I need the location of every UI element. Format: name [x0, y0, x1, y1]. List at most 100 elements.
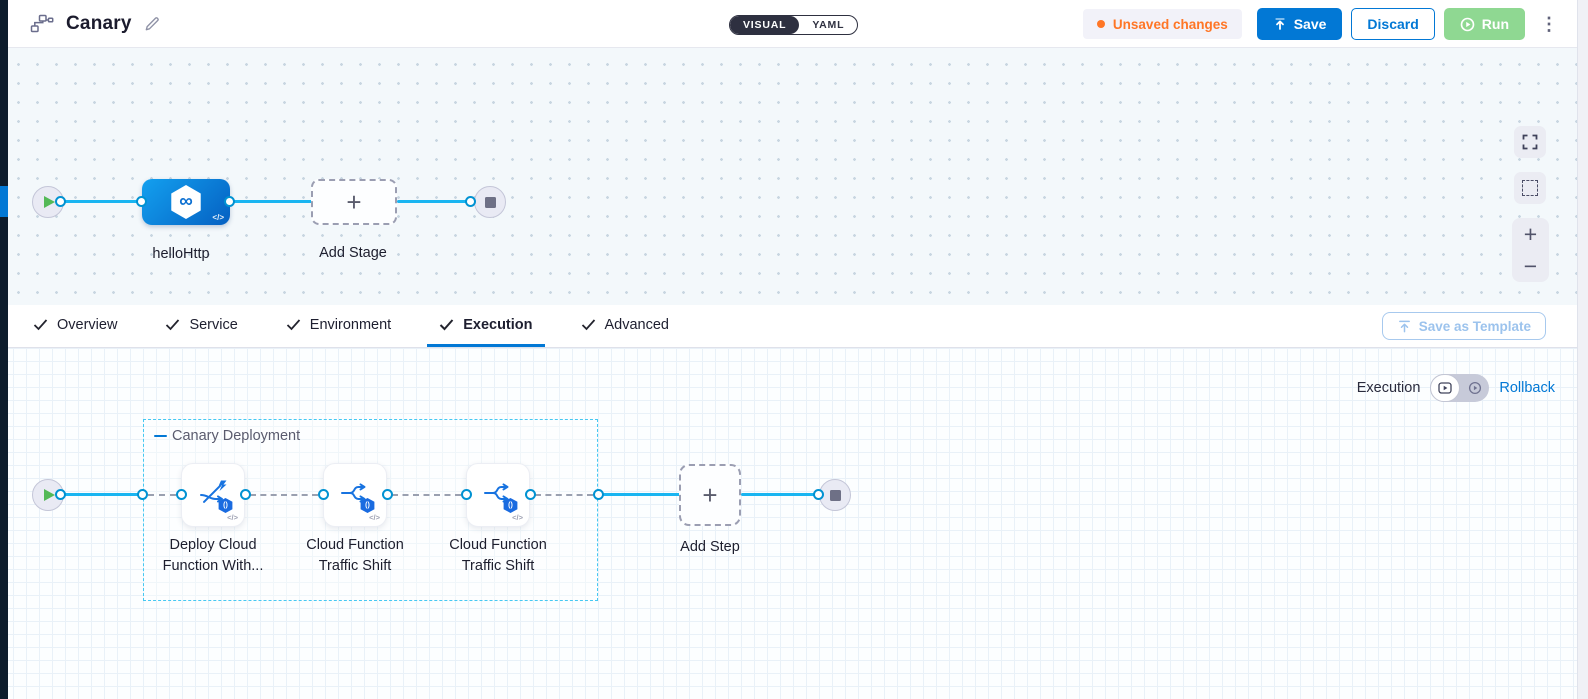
step-label: Cloud Function Traffic Shift: [428, 535, 568, 577]
edit-pencil-icon[interactable]: [144, 15, 161, 32]
check-icon: [166, 319, 180, 331]
tab-overview[interactable]: Overview: [21, 305, 129, 347]
start-play-icon: [44, 489, 55, 501]
step-label: Deploy Cloud Function With...: [143, 535, 283, 577]
run-button[interactable]: Run: [1443, 8, 1525, 40]
save-as-template-label: Save as Template: [1418, 318, 1531, 334]
step-traffic-shift-2[interactable]: () </>: [466, 463, 530, 527]
toggle-execution-option[interactable]: [1430, 374, 1460, 402]
tab-label: Advanced: [604, 316, 670, 333]
fullscreen-icon: [1522, 134, 1538, 150]
zoom-controls: + −: [1512, 218, 1549, 282]
unsaved-dot-icon: [1096, 20, 1105, 28]
tab-label: Environment: [309, 316, 392, 333]
tab-advanced[interactable]: Advanced: [569, 305, 682, 347]
node-port: [55, 489, 66, 500]
page-title: Canary: [66, 12, 132, 34]
step-label-line: Cloud Function: [449, 537, 547, 553]
pipeline-icon: [30, 14, 54, 33]
group-label-row: Canary Deployment: [154, 428, 300, 444]
stage-config-tabbar: Overview Service Environment Execution A…: [0, 305, 1588, 348]
fullscreen-button[interactable]: [1514, 126, 1546, 158]
connector-line: [603, 493, 681, 496]
node-port: [318, 489, 329, 500]
traffic-shift-icon: [484, 483, 509, 503]
group-label: Canary Deployment: [172, 428, 301, 444]
header-actions: Unsaved changes Save Discard Run ⋮: [1082, 8, 1564, 40]
execution-mode-label: Execution: [1356, 380, 1421, 396]
stage-node-hellohttp[interactable]: ∞ </>: [142, 179, 230, 225]
toggle-rollback-option[interactable]: [1460, 374, 1489, 402]
add-stage-label: Add Stage: [319, 245, 387, 261]
execution-end-node: [819, 479, 851, 511]
stage-code-icon: </>: [212, 213, 224, 222]
unsaved-changes-text: Unsaved changes: [1112, 16, 1228, 32]
node-port: [176, 489, 187, 500]
step-traffic-shift-1[interactable]: () </>: [323, 463, 387, 527]
save-button[interactable]: Save: [1256, 8, 1343, 40]
tab-service[interactable]: Service: [153, 305, 249, 347]
step-deploy-cloud-function[interactable]: () </>: [181, 463, 245, 527]
visual-yaml-toggle: VISUAL YAML: [729, 15, 859, 35]
node-port: [382, 489, 393, 500]
run-play-icon: [1460, 17, 1475, 31]
add-stage-button[interactable]: +: [311, 179, 397, 225]
dashed-connector-line: [535, 494, 593, 496]
step-label: Cloud Function Traffic Shift: [285, 535, 425, 577]
collapse-group-icon[interactable]: [154, 434, 167, 438]
title-group: Canary: [30, 13, 161, 35]
tab-environment[interactable]: Environment: [274, 305, 403, 347]
zoom-out-button[interactable]: −: [1523, 252, 1538, 279]
execution-rollback-toggle: [1430, 374, 1490, 402]
plus-icon: +: [346, 187, 362, 217]
execution-play-box-icon: [1438, 382, 1452, 394]
pipeline-end-node: [474, 186, 506, 218]
tab-execution[interactable]: Execution: [427, 305, 545, 347]
step-code-icon: </>: [512, 513, 523, 522]
step-label-line: Deploy Cloud: [169, 537, 257, 553]
more-options-kebab-icon[interactable]: ⋮: [1540, 14, 1558, 34]
save-as-template-button[interactable]: Save as Template: [1381, 312, 1546, 340]
node-port: [136, 196, 147, 207]
collapsed-left-nav[interactable]: [0, 0, 8, 699]
tab-label: Service: [189, 316, 238, 333]
connector-line: [397, 200, 471, 203]
deploy-no-traffic-icon: [200, 480, 227, 503]
rollback-play-circle-icon: [1468, 381, 1481, 395]
step-label-line: Traffic Shift: [318, 558, 392, 574]
save-upload-icon: [1275, 18, 1285, 30]
add-step-button[interactable]: +: [679, 464, 741, 526]
dashed-connector-line: [250, 494, 318, 496]
tab-label: Execution: [463, 316, 533, 333]
deploy-infinity-icon: ∞: [179, 190, 193, 212]
save-label: Save: [1293, 16, 1327, 32]
dashed-connector-line: [392, 494, 461, 496]
step-label-line: Traffic Shift: [461, 558, 535, 574]
template-upload-icon: [1398, 320, 1410, 332]
node-port: [525, 489, 536, 500]
step-code-icon: </>: [369, 513, 380, 522]
multi-select-button[interactable]: [1514, 172, 1546, 204]
traffic-shift-icon: [341, 483, 366, 503]
execution-canvas[interactable]: Execution Rollback: [0, 348, 1588, 699]
zoom-in-button[interactable]: +: [1523, 220, 1538, 247]
tab-label: Overview: [57, 316, 118, 333]
toggle-yaml[interactable]: YAML: [812, 19, 845, 31]
end-stop-icon: [484, 196, 496, 208]
left-nav-active-indicator: [0, 186, 8, 217]
dashed-connector-line: [148, 494, 176, 496]
node-port: [461, 489, 472, 500]
toggle-visual[interactable]: VISUAL: [730, 16, 800, 34]
node-port: [55, 196, 66, 207]
marquee-select-icon: [1522, 180, 1538, 196]
stage-canvas[interactable]: ∞ </> + helloHttp Add Stage + −: [0, 48, 1588, 305]
start-play-icon: [44, 196, 55, 208]
rollback-link[interactable]: Rollback: [1499, 380, 1555, 396]
execution-mode-row: Execution Rollback: [1357, 374, 1555, 402]
discard-button[interactable]: Discard: [1351, 8, 1435, 40]
node-port: [224, 196, 235, 207]
end-stop-icon: [829, 489, 841, 501]
stage-type-hexagon: ∞: [171, 185, 201, 219]
unsaved-changes-badge: Unsaved changes: [1082, 9, 1242, 39]
